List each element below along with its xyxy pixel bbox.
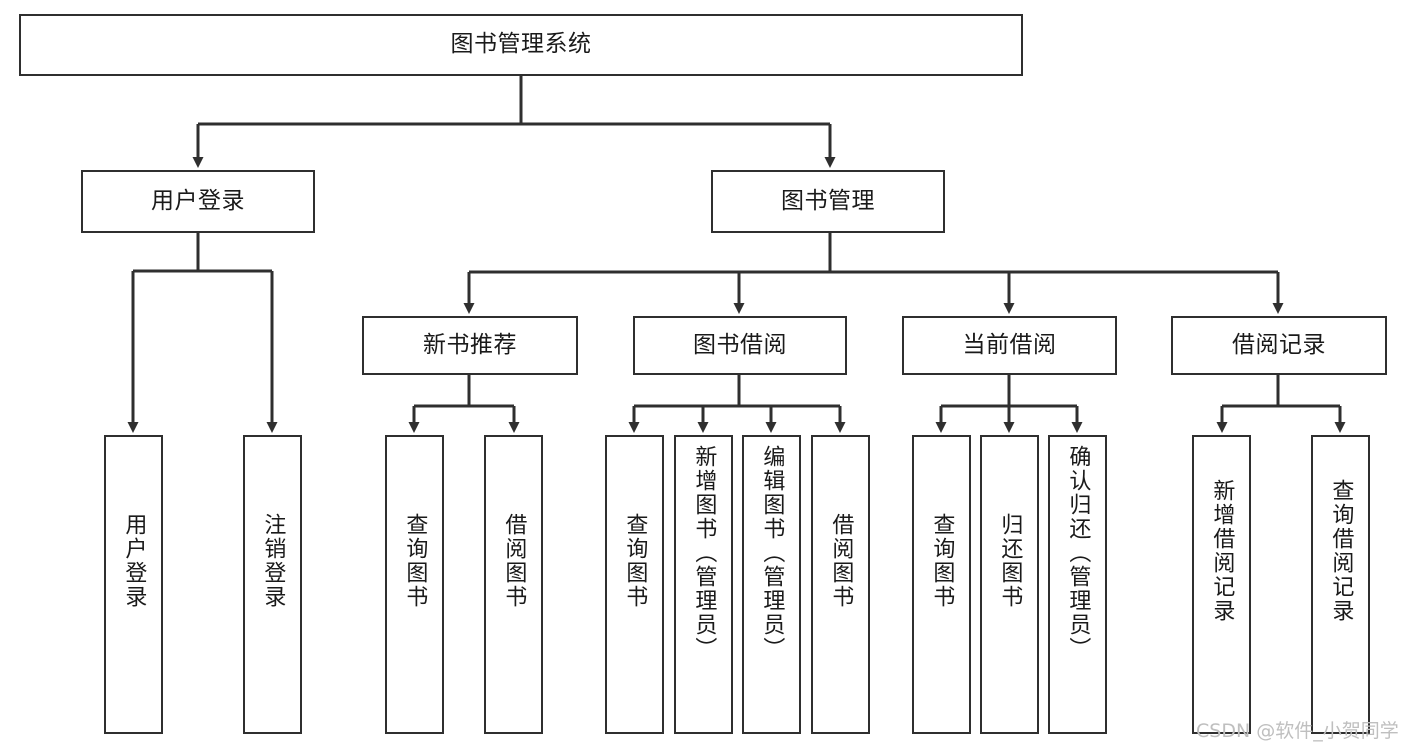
leaf-add-record[interactable]: 新增借阅记录 <box>1192 435 1251 734</box>
leaf-query-book-2[interactable]: 查询图书 <box>605 435 664 734</box>
node-new-book-recommend-label: 新书推荐 <box>423 331 517 358</box>
leaf-confirm-return-label: 确认归还（管理员） <box>1065 445 1091 661</box>
node-borrow-record[interactable]: 借阅记录 <box>1171 316 1387 375</box>
leaf-query-book-3[interactable]: 查询图书 <box>912 435 971 734</box>
leaf-edit-book[interactable]: 编辑图书（管理员） <box>742 435 801 734</box>
node-book-borrow[interactable]: 图书借阅 <box>633 316 847 375</box>
node-root[interactable]: 图书管理系统 <box>19 14 1023 76</box>
leaf-query-record[interactable]: 查询借阅记录 <box>1311 435 1370 734</box>
leaf-query-book-2-label: 查询图书 <box>622 513 648 609</box>
node-current-borrow[interactable]: 当前借阅 <box>902 316 1117 375</box>
node-book-manage-label: 图书管理 <box>781 187 875 214</box>
leaf-add-book[interactable]: 新增图书（管理员） <box>674 435 733 734</box>
leaf-return-book[interactable]: 归还图书 <box>980 435 1039 734</box>
node-user-login[interactable]: 用户登录 <box>81 170 315 233</box>
leaf-borrow-book-2-label: 借阅图书 <box>828 513 854 609</box>
leaf-query-record-label: 查询借阅记录 <box>1328 479 1354 623</box>
leaf-borrow-book-1[interactable]: 借阅图书 <box>484 435 543 734</box>
leaf-query-book-1[interactable]: 查询图书 <box>385 435 444 734</box>
leaf-add-book-label: 新增图书（管理员） <box>691 445 717 661</box>
leaf-borrow-book-2[interactable]: 借阅图书 <box>811 435 870 734</box>
node-new-book-recommend[interactable]: 新书推荐 <box>362 316 578 375</box>
leaf-return-book-label: 归还图书 <box>997 513 1023 609</box>
node-current-borrow-label: 当前借阅 <box>962 331 1057 358</box>
leaf-edit-book-label: 编辑图书（管理员） <box>759 445 785 661</box>
node-borrow-record-label: 借阅记录 <box>1232 331 1326 358</box>
leaf-user-login[interactable]: 用户登录 <box>104 435 163 734</box>
node-user-login-label: 用户登录 <box>151 187 245 214</box>
node-book-borrow-label: 图书借阅 <box>693 331 787 358</box>
leaf-query-book-3-label: 查询图书 <box>929 513 955 609</box>
leaf-borrow-book-1-label: 借阅图书 <box>501 513 527 609</box>
leaf-user-logout-label: 注销登录 <box>260 513 286 609</box>
node-book-manage[interactable]: 图书管理 <box>711 170 945 233</box>
leaf-query-book-1-label: 查询图书 <box>402 513 428 609</box>
leaf-user-login-label: 用户登录 <box>121 513 147 609</box>
csdn-watermark: CSDN @软件_小贺同学 <box>1196 720 1399 742</box>
node-root-label: 图书管理系统 <box>450 31 592 58</box>
leaf-confirm-return[interactable]: 确认归还（管理员） <box>1048 435 1107 734</box>
leaf-add-record-label: 新增借阅记录 <box>1209 479 1235 623</box>
leaf-user-logout[interactable]: 注销登录 <box>243 435 302 734</box>
